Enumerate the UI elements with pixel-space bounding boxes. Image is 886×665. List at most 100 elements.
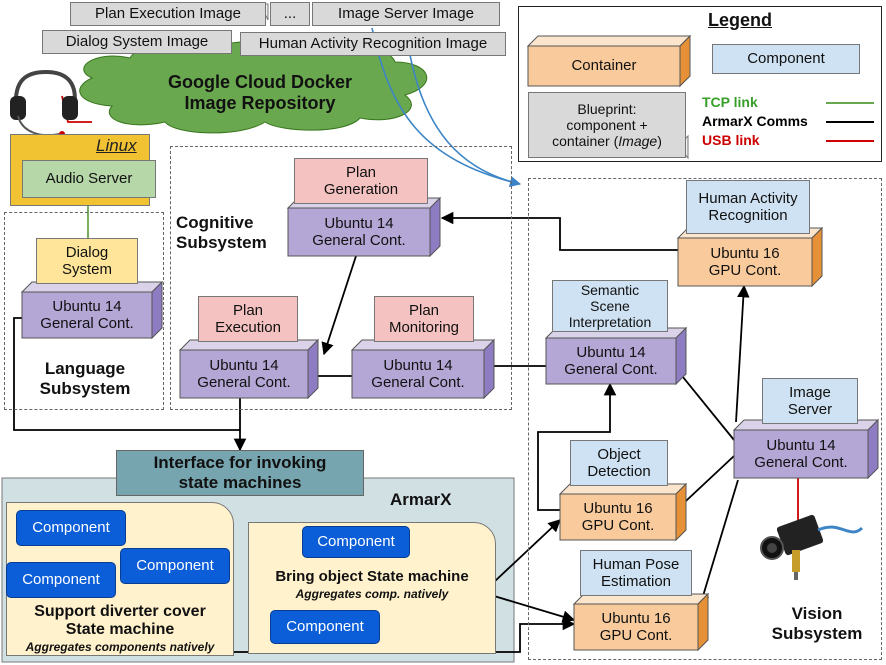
ssi-line2: Scene (590, 297, 630, 314)
cognitive-subsystem-title: Cognitive Subsystem (176, 210, 284, 256)
image-server-container-line1: Ubuntu 14 (766, 436, 836, 454)
legend-blueprint-line2: component + (566, 116, 648, 133)
ssi-container-line2: General Cont. (564, 361, 658, 378)
plan-execution-container-line2: General Cont. (197, 374, 291, 391)
language-container-line1: Ubuntu 14 (52, 297, 122, 315)
bring-object-note: Aggregates comp. natively (295, 587, 449, 602)
link-bring-objdet (493, 519, 561, 583)
vision-subsystem-title: Vision Subsystem (762, 600, 872, 648)
blue-arrow-2 (409, 54, 521, 185)
har-line1: Human Activity (698, 189, 798, 207)
link-language-interface (13, 317, 240, 431)
human-activity-image-label: Human Activity Recognition Image (240, 32, 506, 56)
support-title-line2: State machine (65, 621, 175, 638)
language-container-line2: General Cont. (40, 315, 134, 332)
headset-icon (10, 69, 78, 137)
dialog-line2: System (61, 261, 112, 278)
linux-title: Linux (96, 136, 137, 155)
language-container: Ubuntu 14 General Cont. (22, 292, 152, 338)
legend-component-box: Component (712, 44, 860, 74)
support-component-2: Component (120, 548, 230, 584)
support-component-1: Component (16, 510, 126, 546)
language-title-line2: Subsystem (39, 379, 131, 398)
legend-blueprint-image-word: Image (618, 133, 658, 150)
bring-component-2: Component (270, 610, 380, 644)
object-detection-component: Object Detection (570, 440, 668, 486)
legend-usb-label: USB link (702, 132, 760, 148)
legend-blueprint-line3-text: container ( (552, 133, 619, 150)
cognitive-subsystem-region (170, 146, 512, 410)
image-server-line1: Image (789, 383, 831, 401)
plan-generation-line2: Generation (323, 181, 399, 198)
support-state-machine-title: Support diverter cover State machine (6, 600, 234, 642)
legend-blueprint-box: Blueprint: component + container (Image) (528, 92, 686, 158)
link-imgserver-ssi (673, 365, 735, 441)
pose-component: Human Pose Estimation (580, 550, 692, 596)
vision-subsystem-region (528, 178, 882, 660)
har-container: Ubuntu 16 GPU Cont. (678, 238, 812, 286)
bring-component-1: Component (302, 526, 410, 558)
plan-execution-line1: Plan (232, 301, 264, 319)
plan-execution-image-label: Plan Execution Image (70, 2, 266, 26)
interface-line2: state machines (178, 473, 302, 492)
ellipsis-image-label: ... (270, 2, 310, 26)
legend-title: Legend (707, 9, 772, 30)
plan-monitoring-line2: Monitoring (388, 319, 460, 336)
language-subsystem-title: Language Subsystem (20, 356, 150, 402)
legend-box (518, 6, 882, 162)
audio-server-box: Audio Server (22, 160, 156, 198)
image-server-image-label: Image Server Image (312, 2, 500, 26)
image-server-component: Image Server (762, 378, 858, 424)
link-objdet-ssi (537, 382, 617, 511)
plan-generation-container-line2: General Cont. (312, 232, 406, 249)
link-plangen-planexec (321, 255, 357, 356)
link-imgserver-pose (697, 479, 739, 608)
ssi-line3: Interpretation (568, 314, 652, 331)
armarx-title: ArmarX (390, 490, 452, 509)
legend-tcp-label: TCP link (702, 94, 758, 110)
pose-line2: Estimation (600, 573, 672, 590)
ssi-component: Semantic Scene Interpretation (552, 280, 668, 332)
plan-generation-container: Ubuntu 14 General Cont. (288, 208, 430, 256)
legend-blueprint-line3: container (Image) (552, 133, 662, 149)
plan-monitoring-line1: Plan (408, 301, 440, 319)
object-detection-line1: Object (597, 445, 641, 463)
vision-title-line1: Vision (791, 604, 843, 624)
legend-blueprint-close: ) (657, 133, 662, 150)
language-subsystem-region (4, 212, 164, 410)
object-detection-container: Ubuntu 16 GPU Cont. (560, 494, 676, 540)
camera-icon (760, 514, 864, 580)
image-server-container: Ubuntu 14 General Cont. (734, 430, 868, 478)
har-container-line2: GPU Cont. (708, 262, 782, 279)
link-bring-pose (493, 595, 576, 623)
cloud-repository-label: Google Cloud Docker Image Repository (140, 68, 380, 118)
link-har-plangen (440, 211, 682, 251)
support-title-line1: Support diverter cover (34, 602, 206, 620)
pose-container-line2: GPU Cont. (599, 627, 673, 644)
legend-blueprint-line1: Blueprint: (577, 100, 637, 117)
support-component-3: Component (6, 562, 116, 598)
dialog-system-component: Dialog System (36, 238, 138, 284)
ssi-container-line1: Ubuntu 14 (576, 343, 646, 361)
plan-monitoring-container-line1: Ubuntu 14 (383, 356, 453, 374)
bring-object-title: Bring object State machine (275, 568, 469, 586)
dialog-system-image-label: Dialog System Image (42, 30, 232, 54)
har-component: Human Activity Recognition (686, 180, 810, 234)
plan-generation-container-line1: Ubuntu 14 (324, 214, 394, 232)
interface-line1: Interface for invoking (153, 453, 327, 473)
pose-line1: Human Pose (592, 555, 680, 573)
plan-execution-line2: Execution (215, 319, 281, 336)
interface-box: Interface for invoking state machines (116, 450, 364, 496)
image-server-container-line2: General Cont. (754, 454, 848, 471)
cognitive-title-line2: Subsystem (176, 233, 267, 252)
har-container-line1: Ubuntu 16 (710, 244, 780, 262)
plan-generation-line1: Plan (345, 163, 377, 181)
legend-container-label: Container (571, 57, 637, 75)
ssi-line1: Semantic (580, 281, 640, 298)
pose-container: Ubuntu 16 GPU Cont. (574, 604, 698, 650)
object-detection-line2: Detection (587, 463, 651, 480)
pose-container-line1: Ubuntu 16 (601, 609, 671, 627)
cloud-line-1: Google Cloud Docker (167, 72, 353, 93)
plan-execution-container-line1: Ubuntu 14 (209, 356, 279, 374)
plan-execution-component: Plan Execution (198, 296, 298, 342)
